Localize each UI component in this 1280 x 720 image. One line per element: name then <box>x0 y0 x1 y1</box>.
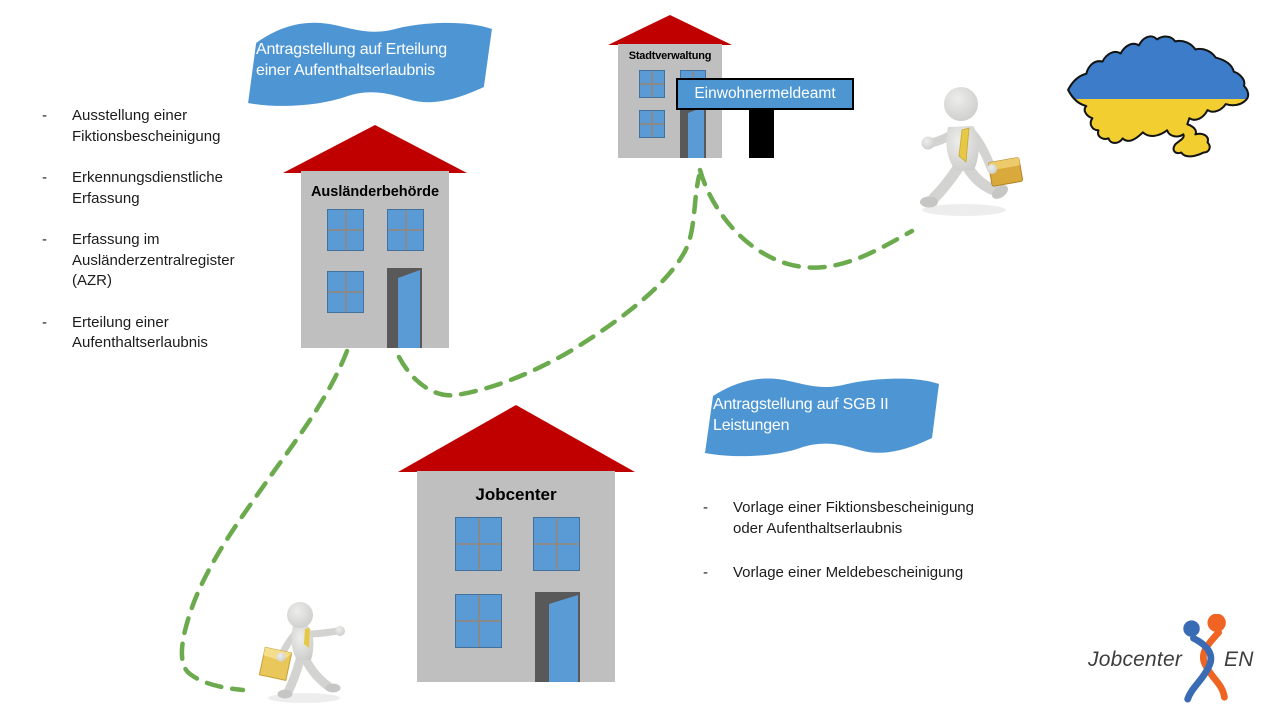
building-label: Jobcenter <box>475 485 557 504</box>
door-icon <box>535 592 580 682</box>
logo-text-jobcenter: Jobcenter <box>1088 648 1183 671</box>
jobcenter-en-logo: Jobcenter EN <box>1088 612 1266 708</box>
bullet-dash: - <box>42 107 47 124</box>
list-item: - Vorlage einer Fiktionsbescheinigung od… <box>703 498 1033 539</box>
sgb2-steps-list: - Vorlage einer Fiktionsbescheinigung od… <box>703 498 1033 608</box>
list-item-text: Erfassung im Ausländerzentralregister (A… <box>72 231 235 289</box>
sign-post <box>749 108 774 158</box>
red-roof-icon <box>398 405 635 472</box>
banner-aufenthaltserlaubnis-text: Antragstellung auf Erteilung einer Aufen… <box>256 41 447 79</box>
route-stadtverwaltung-to-person <box>697 167 915 270</box>
sign-einwohnermeldeamt: Einwohnermeldeamt <box>676 78 854 110</box>
bullet-dash: - <box>703 564 708 581</box>
banner-aufenthaltserlaubnis: Antragstellung auf Erteilung einer Aufen… <box>236 13 500 117</box>
building-body: Ausländerbehörde <box>301 171 449 348</box>
banner-sgb2: Antragstellung auf SGB II Leistungen <box>693 370 947 465</box>
wavy-flag-shape <box>248 22 492 106</box>
folder-icon <box>258 646 293 681</box>
window-icon <box>455 594 502 648</box>
list-item: - Erfassung im Ausländerzentralregister … <box>42 230 282 292</box>
logo-figures-icon <box>1183 614 1228 703</box>
list-item-text: Ausstellung einer Fiktionsbescheinigung <box>72 107 221 145</box>
list-item-text: Erteilung einer Aufenthaltserlaubnis <box>72 313 208 352</box>
door-icon <box>387 268 422 348</box>
banner-sgb2-text: Antragstellung auf SGB II Leistungen <box>713 396 889 434</box>
building-label: Stadtverwaltung <box>628 50 712 62</box>
building-body: Jobcenter <box>417 471 615 682</box>
window-icon <box>327 271 364 313</box>
list-item: - Erkennungsdienstliche Erfassung <box>42 168 282 209</box>
logo-text-en: EN <box>1224 648 1254 671</box>
window-icon <box>639 110 665 138</box>
list-item-text: Vorlage einer Meldebescheinigung <box>733 564 964 581</box>
building-auslaenderbehoerde: Ausländerbehörde <box>283 125 467 350</box>
bullet-dash: - <box>703 499 708 516</box>
list-item-text: Vorlage einer Fiktionsbescheinigung oder… <box>733 499 974 537</box>
door-icon <box>680 106 706 158</box>
ukraine-map-icon <box>1067 35 1250 158</box>
red-roof-icon <box>608 15 732 45</box>
wavy-flag-shape <box>705 378 939 457</box>
person-walking-icon <box>258 602 345 703</box>
list-item: - Erteilung einer Aufenthaltserlaubnis <box>42 313 282 354</box>
briefcase-icon <box>987 157 1024 187</box>
bullet-dash: - <box>42 169 47 186</box>
window-icon <box>455 517 502 571</box>
list-item: - Vorlage einer Meldebescheinigung <box>703 563 1033 584</box>
building-jobcenter: Jobcenter <box>398 405 635 684</box>
bullet-dash: - <box>42 231 47 248</box>
list-item-text: Erkennungsdienstliche Erfassung <box>72 169 223 207</box>
window-icon <box>387 209 424 251</box>
window-icon <box>533 517 580 571</box>
permit-steps-list: - Ausstellung einer Fiktionsbescheinigun… <box>42 106 282 375</box>
list-item: - Ausstellung einer Fiktionsbescheinigun… <box>42 106 282 147</box>
person-walking-icon <box>920 87 1024 216</box>
building-label: Ausländerbehörde <box>310 184 440 200</box>
red-roof-icon <box>283 125 467 173</box>
window-icon <box>327 209 364 251</box>
window-icon <box>639 70 665 98</box>
bullet-dash: - <box>42 313 47 331</box>
